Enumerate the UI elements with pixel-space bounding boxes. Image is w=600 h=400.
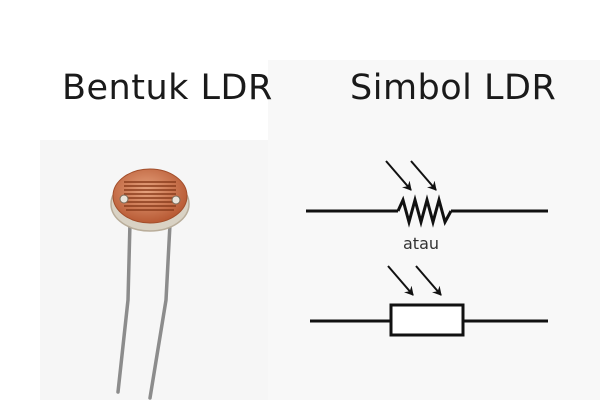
ldr-symbol-zigzag: [306, 160, 548, 228]
symbol-panel-background: [268, 60, 600, 400]
ldr-component-icon: [110, 168, 190, 400]
separator-label: atau: [403, 234, 440, 253]
left-heading: Bentuk LDR: [62, 68, 273, 108]
right-heading: Simbol LDR: [350, 68, 557, 108]
light-arrow-icon: [410, 160, 437, 191]
ldr-pad-right: [171, 195, 181, 205]
light-arrow-icon: [385, 160, 412, 191]
light-arrow-icon: [387, 265, 414, 296]
ldr-lead-left: [116, 220, 132, 394]
light-arrow-icon: [415, 265, 442, 296]
ldr-lead-right: [148, 222, 172, 400]
ldr-symbol-rectangle: [310, 265, 548, 337]
zigzag-resistor: [396, 194, 453, 228]
ldr-pad-left: [119, 194, 129, 204]
rect-resistor: [389, 303, 465, 337]
ldr-serpentine-track: [124, 181, 176, 211]
